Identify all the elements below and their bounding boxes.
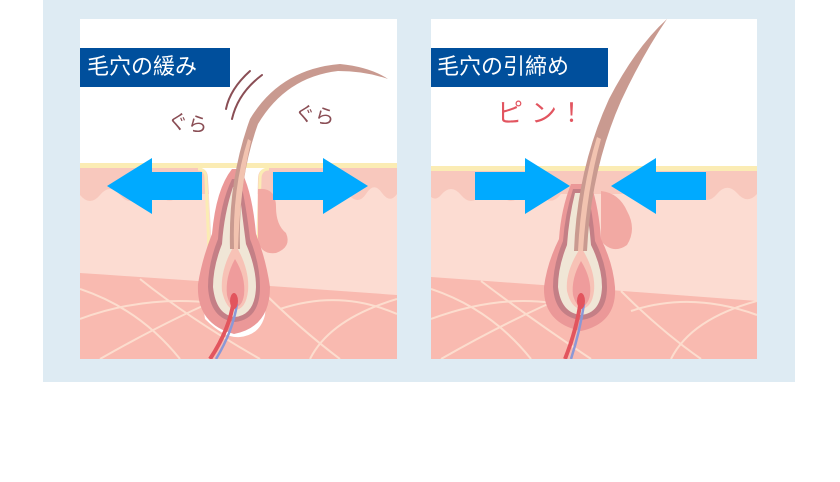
figure-background: 毛穴の緩み ぐら ぐら <box>43 0 795 382</box>
arrow-right-outward <box>273 158 368 214</box>
hair-follicle-tight-illustration <box>431 19 757 359</box>
sound-effect-pin: ピン！ <box>497 99 600 129</box>
arrow-left-outward <box>107 158 202 214</box>
panel-pore-tightening: 毛穴の引締め ピン！ <box>431 19 757 359</box>
hair-follicle-loose-illustration <box>80 64 397 359</box>
sound-effect-left: ぐら <box>166 108 210 138</box>
arrow-right-inward <box>475 158 570 214</box>
arrow-left-inward <box>611 158 706 214</box>
panel-label: 毛穴の引締め <box>431 48 608 87</box>
sound-effect-right: ぐら <box>293 100 337 130</box>
panel-label: 毛穴の緩み <box>80 48 230 87</box>
panel-pore-loosening: 毛穴の緩み ぐら ぐら <box>80 19 397 359</box>
